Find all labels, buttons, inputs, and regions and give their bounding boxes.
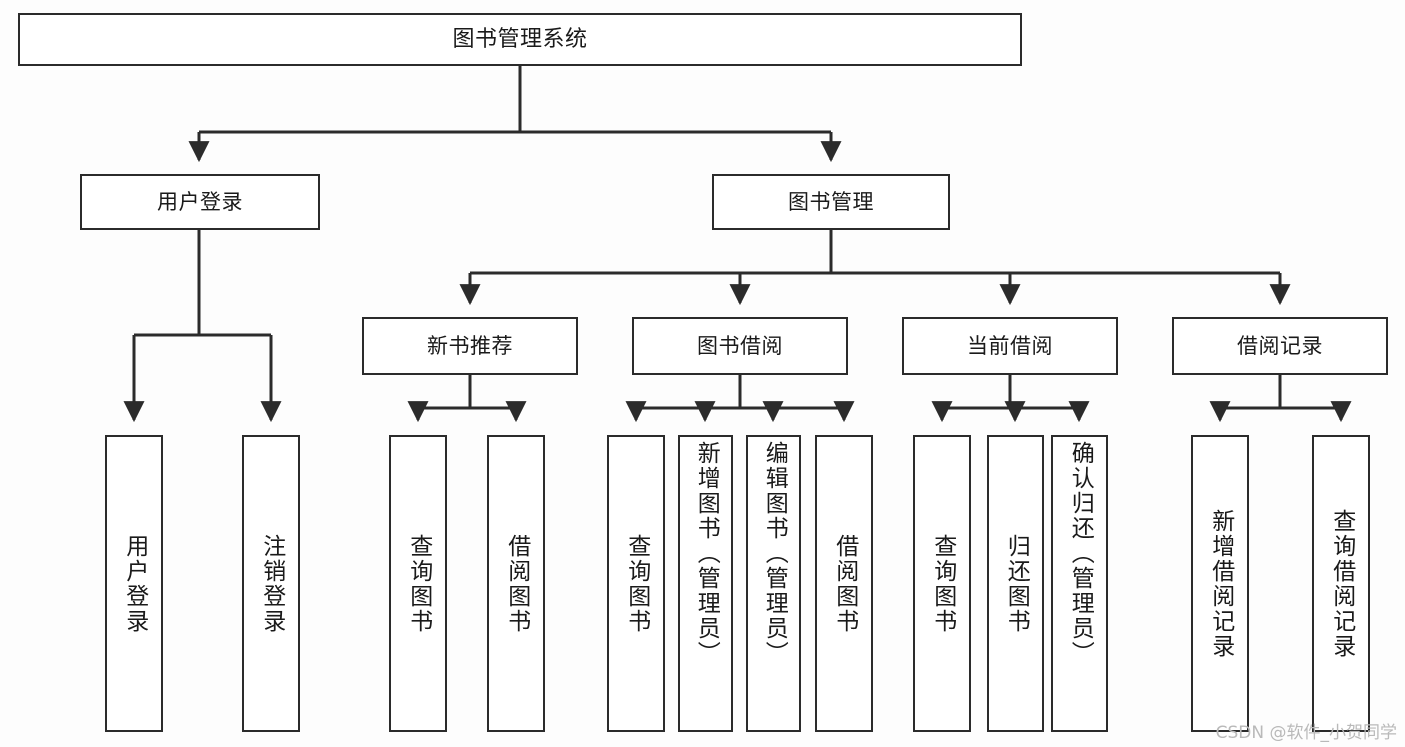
node-leaf-borrow-book-recommend[interactable]: 借阅图书 [487, 435, 545, 732]
node-label: 借阅记录 [1237, 333, 1323, 358]
node-root-system[interactable]: 图书管理系统 [18, 13, 1022, 66]
node-label: 新增图书（管理员） [693, 441, 720, 666]
node-label: 编辑图书（管理员） [761, 441, 788, 666]
node-label: 归还图书 [1003, 533, 1030, 634]
node-user-login[interactable]: 用户登录 [80, 174, 320, 230]
node-leaf-add-book[interactable]: 新增图书（管理员） [678, 435, 733, 732]
node-label: 用户登录 [121, 533, 148, 634]
node-label: 用户登录 [157, 189, 243, 214]
node-label: 查询图书 [929, 533, 956, 634]
node-leaf-query-book-current[interactable]: 查询图书 [913, 435, 971, 732]
node-leaf-add-borrow-record[interactable]: 新增借阅记录 [1191, 435, 1249, 732]
node-current-borrow[interactable]: 当前借阅 [902, 317, 1118, 375]
node-leaf-query-book-borrow[interactable]: 查询图书 [607, 435, 665, 732]
node-leaf-borrow-book[interactable]: 借阅图书 [815, 435, 873, 732]
node-book-borrow[interactable]: 图书借阅 [632, 317, 848, 375]
node-label: 图书管理 [788, 189, 874, 214]
node-leaf-logout[interactable]: 注销登录 [242, 435, 300, 732]
node-leaf-return-book[interactable]: 归还图书 [987, 435, 1044, 732]
node-label: 查询图书 [405, 533, 432, 634]
csdn-watermark: CSDN @软件_小贺同学 [1215, 723, 1397, 743]
node-leaf-confirm-return[interactable]: 确认归还（管理员） [1051, 435, 1108, 732]
node-book-manage[interactable]: 图书管理 [712, 174, 950, 230]
node-label: 确认归还（管理员） [1067, 441, 1094, 666]
node-label: 新书推荐 [427, 333, 513, 358]
node-label: 查询借阅记录 [1328, 508, 1355, 659]
node-label: 图书管理系统 [452, 26, 588, 52]
node-label: 当前借阅 [967, 333, 1053, 358]
node-leaf-query-borrow-record[interactable]: 查询借阅记录 [1312, 435, 1370, 732]
node-label: 借阅图书 [831, 533, 858, 634]
node-leaf-user-login[interactable]: 用户登录 [105, 435, 163, 732]
node-label: 图书借阅 [697, 333, 783, 358]
node-label: 查询图书 [623, 533, 650, 634]
node-label: 借阅图书 [503, 533, 530, 634]
node-label: 新增借阅记录 [1207, 508, 1234, 659]
node-leaf-query-book-recommend[interactable]: 查询图书 [389, 435, 447, 732]
node-borrow-record[interactable]: 借阅记录 [1172, 317, 1388, 375]
node-leaf-edit-book[interactable]: 编辑图书（管理员） [746, 435, 801, 732]
node-label: 注销登录 [258, 533, 285, 634]
node-new-book-recommend[interactable]: 新书推荐 [362, 317, 578, 375]
